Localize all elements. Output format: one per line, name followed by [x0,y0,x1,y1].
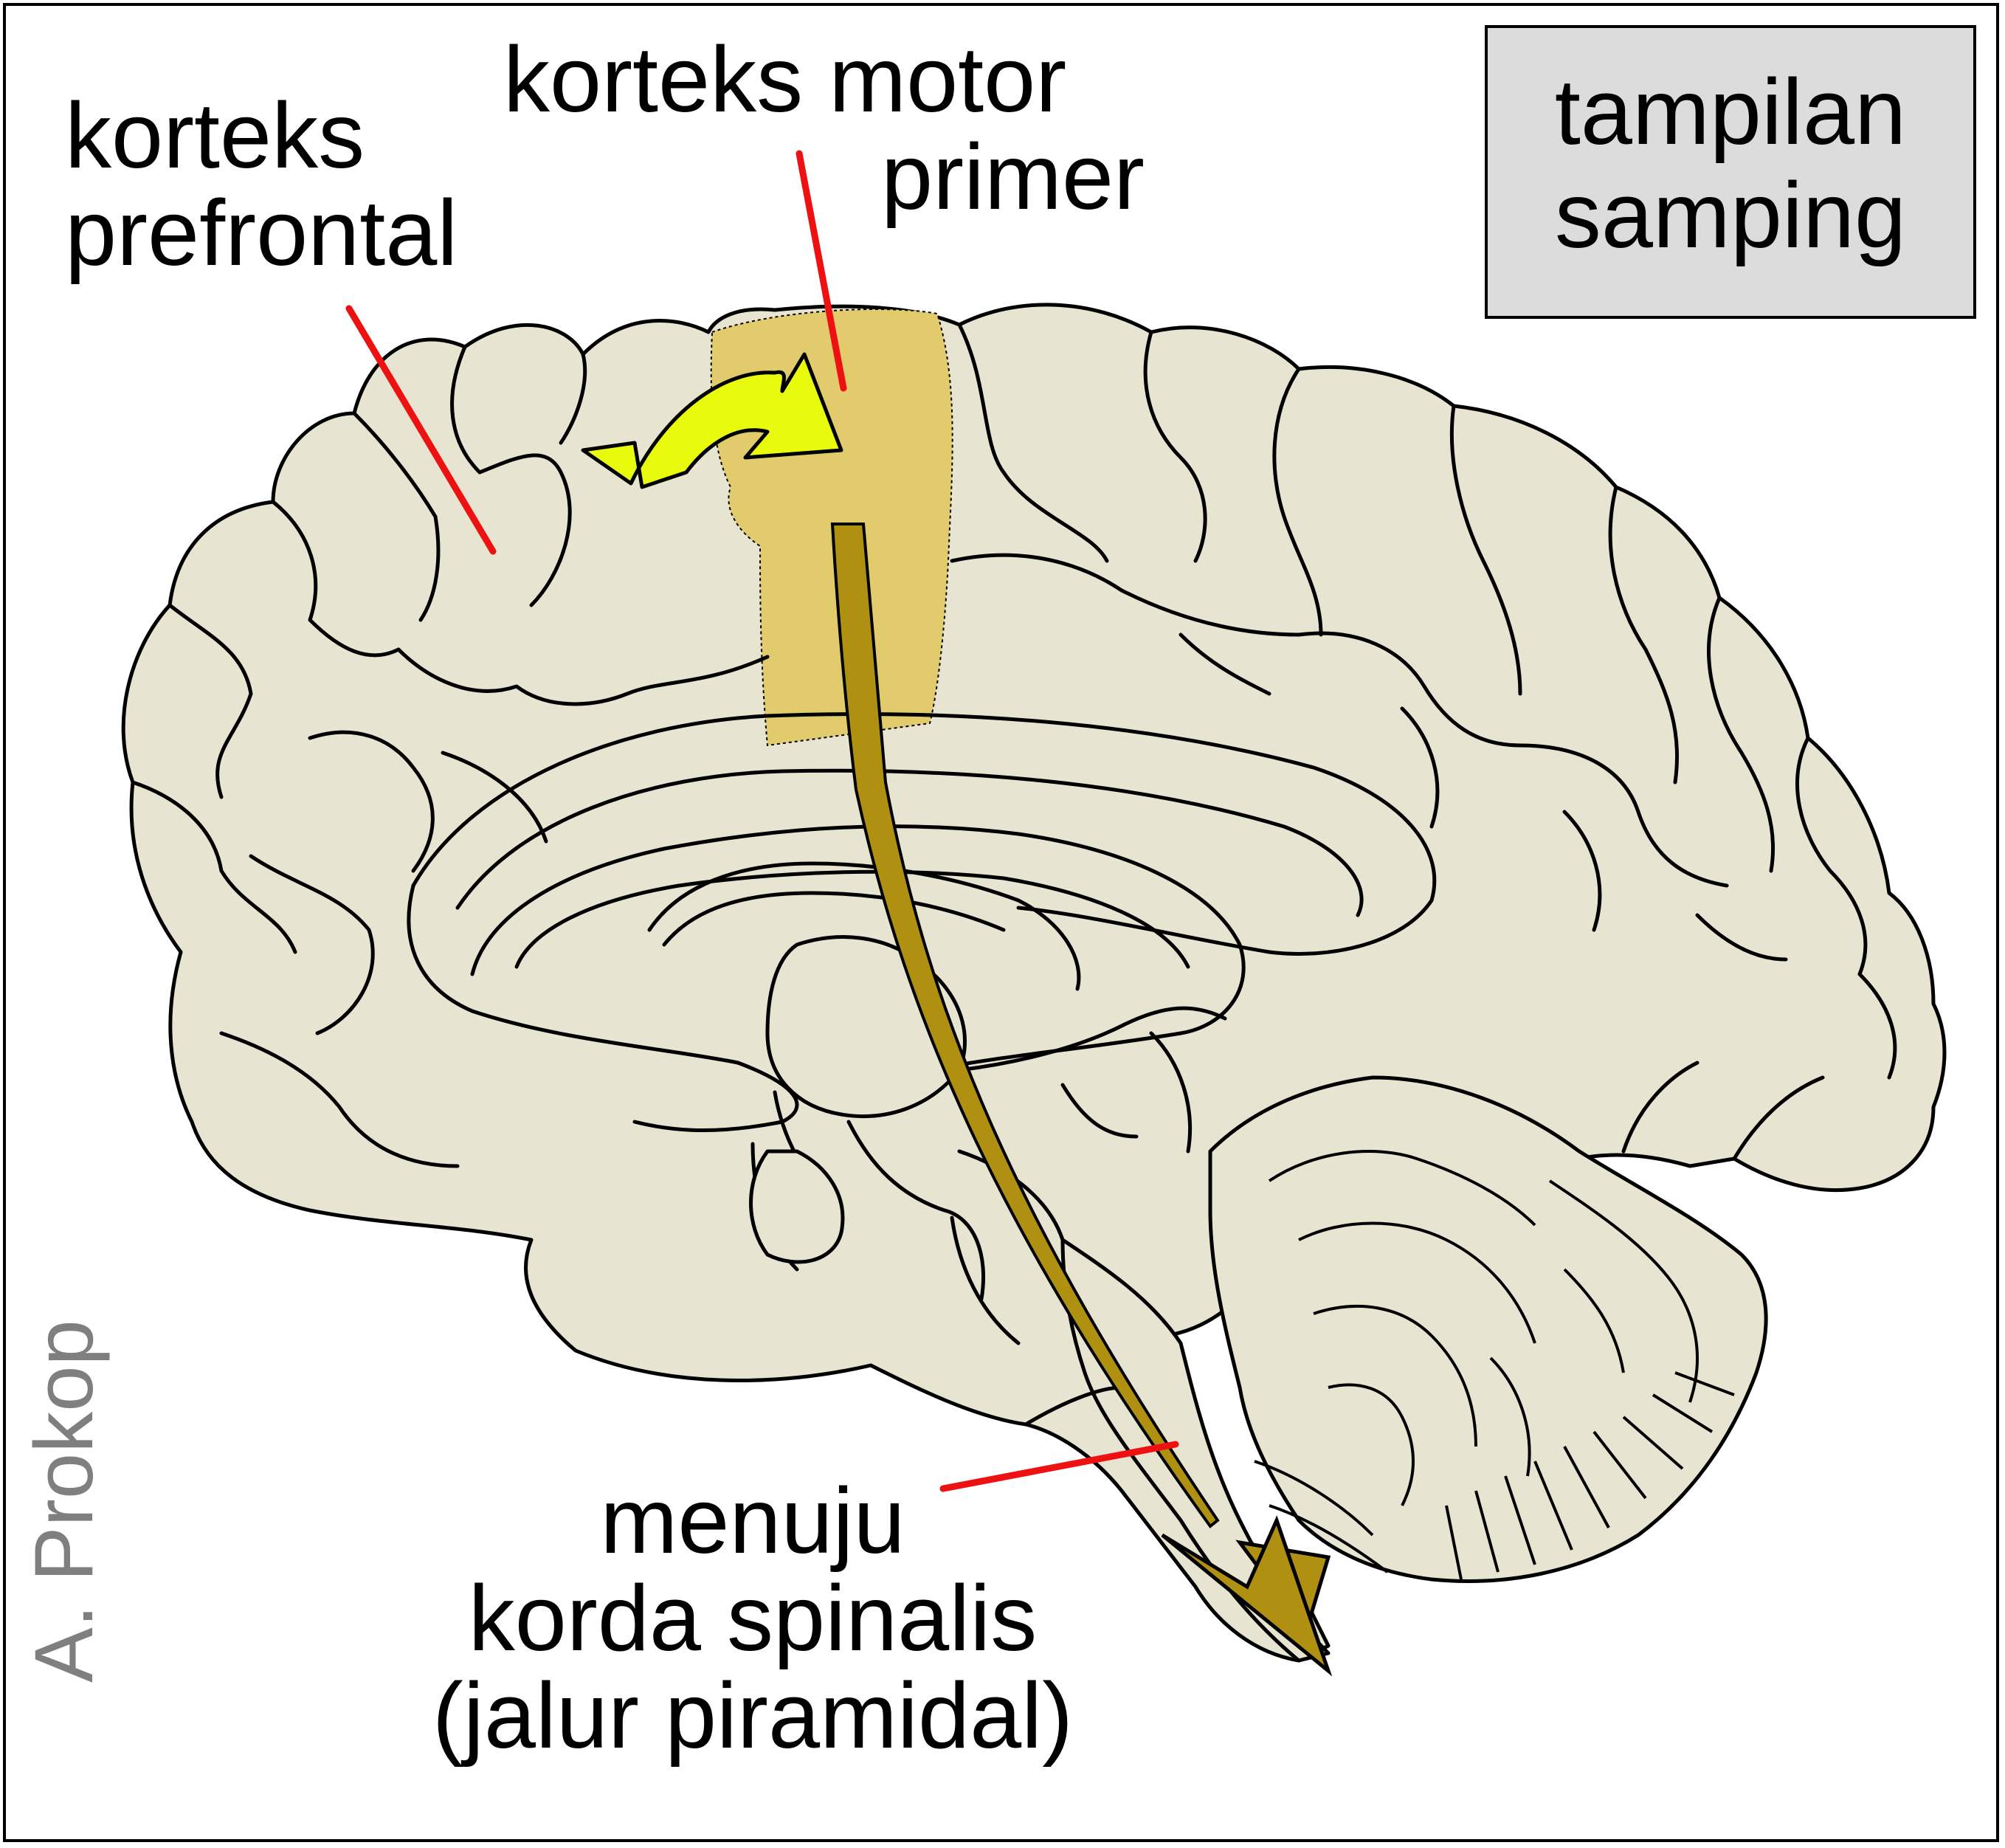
label-motor-line2: primer [881,125,1145,229]
pointer-motor [796,150,847,392]
label-motor-line1: korteks motor [503,27,1067,131]
brain-outline [121,303,1947,1663]
figure-border [3,3,1999,1842]
view-label-box: tampilan samping [1485,25,1976,319]
label-primary-motor-cortex: korteks motor primer [503,31,1145,226]
view-label-line2: samping [1554,163,1907,267]
label-spinal-line1: menuju [600,1469,905,1573]
pyramidal-pathway-arrow [830,523,1333,1677]
label-prefrontal-line1: korteks [65,83,365,187]
author-credit: A. Prokop [18,1320,110,1683]
pointer-lines [345,150,1179,1492]
pointer-spinal [939,1441,1179,1492]
cerebellum [1208,1075,1768,1583]
label-spinal-line3: (jalur piramidal) [432,1663,1074,1768]
label-prefrontal-line2: prefrontal [65,181,458,285]
label-spinal-cord: menuju korda spinalis (jalur piramidal) [376,1472,1129,1765]
view-label-line1: tampilan [1554,60,1907,164]
pointer-prefrontal [345,305,497,555]
label-spinal-line2: korda spinalis [468,1566,1038,1670]
label-prefrontal-cortex: korteks prefrontal [65,87,458,282]
prefrontal-to-motor-arrow [581,352,843,489]
